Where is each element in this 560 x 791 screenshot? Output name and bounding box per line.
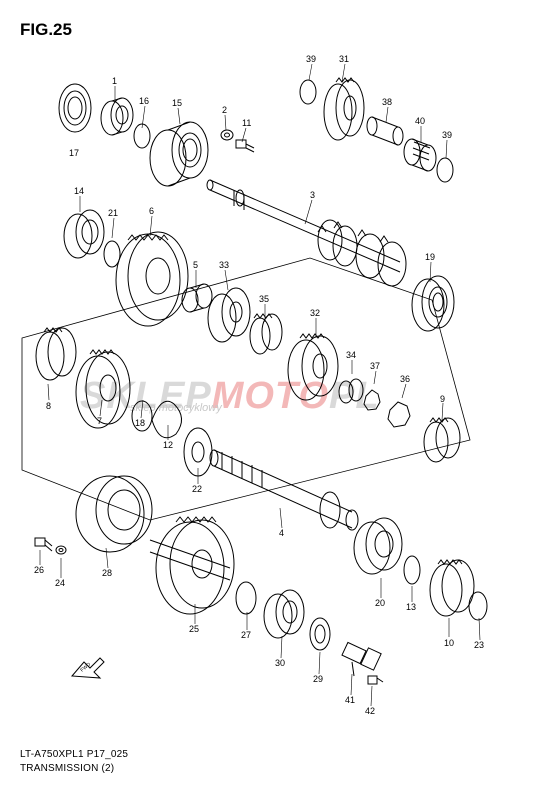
part-34-bushing [338,378,364,404]
part-22-washer-bore [191,441,205,463]
part-label: 2 [222,105,227,115]
section-title: TRANSMISSION (2) [20,763,115,774]
part-5-bushing [181,283,213,313]
part-label: 30 [275,658,285,668]
part-27-washer [235,581,257,615]
part-label: 25 [189,624,199,634]
watermark-part-2: MOTO [211,375,329,417]
part-label: 32 [310,308,320,318]
part-8-gear [35,327,77,381]
part-label: 23 [474,640,484,650]
part-label: 7 [97,416,102,426]
part-15-bearing [149,121,209,187]
part-32-gear [287,333,339,401]
part-label: 3 [310,190,315,200]
part-label: 27 [241,630,251,640]
part-14-bearing [63,209,105,259]
part-23-circlip [468,591,488,621]
part-25-output-gear [149,516,235,615]
leader-lines [39,63,481,707]
part-41-speed-sensor [341,641,382,677]
part-label: 19 [425,252,435,262]
part-label: 34 [346,350,356,360]
part-label: 20 [375,598,385,608]
part-label: 1 [112,76,117,86]
part-13-circlip [403,555,421,585]
part-36-lock-washer [387,401,411,428]
part-label: 5 [193,260,198,270]
part-label: 24 [55,578,65,588]
part-21-washer [103,240,121,268]
part-2-washer [220,129,234,141]
part-10-gear [429,559,475,617]
part-12-washer [151,400,182,439]
part-28-bearing [75,475,153,553]
part-label: 38 [382,97,392,107]
part-number-labels: 1 2 3 4 5 6 7 8 9 10 11 12 13 14 15 16 1… [34,54,484,716]
part-label: 13 [406,602,416,612]
part-label: 31 [339,54,349,64]
part-6-gear [115,231,189,327]
part-31-gear [323,77,365,141]
part-20-bearing [353,517,403,575]
part-30-bearing [263,589,305,639]
part-29-oil-seal [309,617,331,651]
part-35-gear [249,313,283,355]
part-7-gear [75,349,131,429]
part-4-driveshaft [209,449,359,531]
part-18-circlip [131,400,153,432]
part-label: 39 [442,130,452,140]
part-label: 8 [46,401,51,411]
part-label: 10 [444,638,454,648]
part-label: 26 [34,565,44,575]
watermark-subtitle: sklep motocyklowy [130,402,222,414]
part-label: 6 [149,206,154,216]
part-label: 37 [370,361,380,371]
part-22-washer [183,427,213,477]
part-label: 11 [242,118,251,128]
part-11-bolt [235,139,255,153]
part-label: 12 [163,440,173,450]
part-label: 15 [172,98,182,108]
part-39-washer-upper [299,79,317,105]
part-label: 28 [102,568,112,578]
part-label: 4 [279,528,284,538]
part-1-bearing [100,97,134,136]
part-label: 35 [259,294,269,304]
part-33-hub [207,287,251,343]
model-code: LT-A750XPL1 P17_025 [20,749,129,760]
part-label: 14 [74,186,84,196]
part-16-circlip [133,123,151,149]
part-label: 18 [135,418,145,428]
part-24-washer [55,545,67,555]
part-label: 22 [192,484,202,494]
part-label: 17 [69,148,79,158]
part-38-bushing [366,116,404,146]
part-label: 16 [139,96,149,106]
part-26-bolt [34,537,53,552]
part-label: 40 [415,116,425,126]
part-label: 29 [313,674,323,684]
assembly-outline [21,257,471,521]
forward-arrow-icon: FWD [70,657,105,679]
part-39-washer-lower [436,157,454,183]
part-3-countershaft [206,179,407,287]
part-19-bearing [411,275,455,332]
part-label: 41 [345,695,355,705]
figure-title: FIG.25 [20,20,72,39]
part-label: 9 [440,394,445,404]
part-label: 21 [108,208,118,218]
part-label: 42 [365,706,375,716]
part-17-oil-seal [58,83,92,133]
part-label: 36 [400,374,410,384]
part-label: 39 [306,54,316,64]
part-42-bolt [367,675,384,685]
part-label: 33 [219,260,229,270]
part-40-needle-bearing [403,138,437,172]
part-37-spline-washer [363,389,381,411]
part-9-gear [423,417,461,463]
